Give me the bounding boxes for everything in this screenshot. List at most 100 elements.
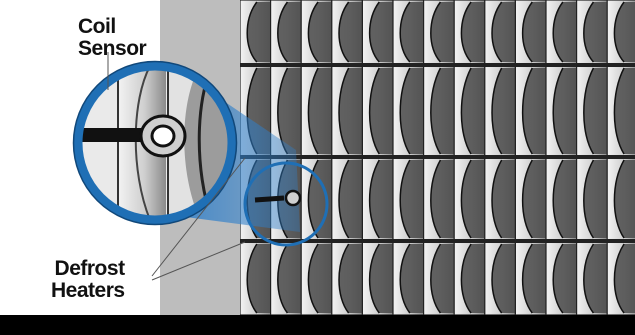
coil-fin-edge: [613, 243, 625, 314]
coil-fin-shadow: [308, 2, 332, 62]
coil-fin-edge: [521, 243, 533, 314]
coil-fin-edge: [613, 159, 625, 239]
coil-fin-edge: [430, 159, 442, 239]
coil-fin-edge: [430, 67, 442, 155]
coil-fin-shadow: [308, 68, 332, 154]
coil-fin-edge: [338, 1, 350, 63]
coil-fin-shadow: [339, 244, 363, 313]
coil-fin-edge: [277, 1, 289, 63]
coil-fin-shadow: [369, 244, 393, 313]
coil-fin-edge: [399, 159, 411, 239]
coil-sensor-label-line-1: Coil: [78, 15, 116, 38]
coil-fin-edge: [613, 1, 625, 63]
coil-sensor-label: Coil Sensor: [78, 15, 147, 60]
coil-fin-edge: [460, 159, 472, 239]
coil-fin-shadow: [400, 160, 424, 238]
coil-fin-shadow: [277, 2, 302, 62]
coil-fin-shadow: [522, 2, 546, 62]
coil-fin-shadow: [369, 68, 393, 154]
coil-fin-shadow: [308, 244, 332, 313]
coil-fin-shadow: [308, 160, 332, 238]
coil-fin-shadow: [400, 68, 424, 154]
coil-fin-edge: [521, 159, 533, 239]
coil-fin-edge: [491, 1, 503, 63]
coil-fin-edge: [460, 67, 472, 155]
coil-fin-edge: [521, 67, 533, 155]
magnifier-icon: [72, 60, 238, 226]
coil-fin-edge: [338, 67, 350, 155]
bottom-bar: [0, 315, 635, 335]
coil-fin-shadow: [430, 244, 455, 313]
defrost-leader-lines: [151, 157, 246, 281]
coil-fin-shadow: [553, 160, 577, 238]
coil-fin-shadow: [614, 68, 635, 154]
coil-fin-edge: [368, 159, 380, 239]
coil-fin-edge: [583, 243, 595, 314]
coil-fin-shadow: [339, 2, 363, 62]
coil-fin-shadow: [492, 244, 516, 313]
coil-fin-edge: [552, 243, 564, 314]
coil-fin-edge: [430, 1, 442, 63]
coil-fin-shadow: [430, 160, 455, 238]
coil-fin-shadow: [614, 2, 635, 62]
coil-fin-shadow: [553, 244, 577, 313]
coil-fin-shadow: [461, 244, 485, 313]
coil-fin-edge: [307, 67, 319, 155]
coil-fin-edge: [399, 67, 411, 155]
coil-fin-shadow: [400, 244, 424, 313]
coil-fin-shadow: [430, 2, 455, 62]
defrost-heaters-label: Defrost Heaters: [51, 258, 125, 302]
coil-fin-shadow: [277, 244, 302, 313]
coil-fin-edge: [368, 67, 380, 155]
coil-fin-edge: [491, 67, 503, 155]
coil-fin-edge: [430, 243, 442, 314]
coil-fin-shadow: [247, 2, 271, 62]
coil-fin-shadow: [522, 244, 546, 313]
coil-fin-edge: [246, 1, 258, 63]
coil-fin-edge: [552, 1, 564, 63]
coil-fin-shadow: [583, 2, 608, 62]
coil-fin-edge: [491, 159, 503, 239]
coil-fin-shadow: [614, 160, 635, 238]
coil-fin-shadow: [400, 2, 424, 62]
coil-fin-shadow: [339, 68, 363, 154]
coil-fin-edge: [307, 243, 319, 314]
coil-fin-shadow: [247, 244, 271, 313]
coil-fin-shadow: [583, 160, 608, 238]
coil-fin-edge: [491, 243, 503, 314]
coil-fin-edge: [460, 243, 472, 314]
coil-fin-shadow: [461, 2, 485, 62]
coil-fin-edge: [552, 159, 564, 239]
coil-fin-shadow: [461, 68, 485, 154]
coil-fin-shadow: [553, 2, 577, 62]
small-lens: [243, 161, 329, 247]
coil-fin-shadow: [339, 160, 363, 238]
defrost-heater-tube: [240, 63, 635, 67]
coil-fin-shadow: [369, 160, 393, 238]
coil-fin-edge: [583, 159, 595, 239]
coil-fin-edge: [338, 243, 350, 314]
coil-fin-shadow: [492, 68, 516, 154]
coil-fin-edge: [368, 243, 380, 314]
coil-fin-shadow: [492, 160, 516, 238]
coil-fin-edge: [583, 1, 595, 63]
coil-fin-shadow: [430, 68, 455, 154]
coil-fin-edge: [246, 243, 258, 314]
coil-fin-shadow: [553, 68, 577, 154]
coil-fin-edge: [613, 67, 625, 155]
coil-fin-shadow: [583, 68, 608, 154]
defrost-heater-tube: [240, 155, 635, 159]
coil-fin-edge: [368, 1, 380, 63]
coil-fin-shadow: [277, 68, 302, 154]
coil-fin-shadow: [369, 2, 393, 62]
coil-fin-edge: [338, 159, 350, 239]
coil-fin-shadow: [583, 244, 608, 313]
coil-fins: [240, 0, 635, 315]
defrost-heater-tube: [240, 239, 635, 243]
coil-fin-edge: [399, 1, 411, 63]
coil-fin-edge: [277, 243, 289, 314]
coil-fin-edge: [583, 67, 595, 155]
coil-fin-shadow: [614, 244, 635, 313]
